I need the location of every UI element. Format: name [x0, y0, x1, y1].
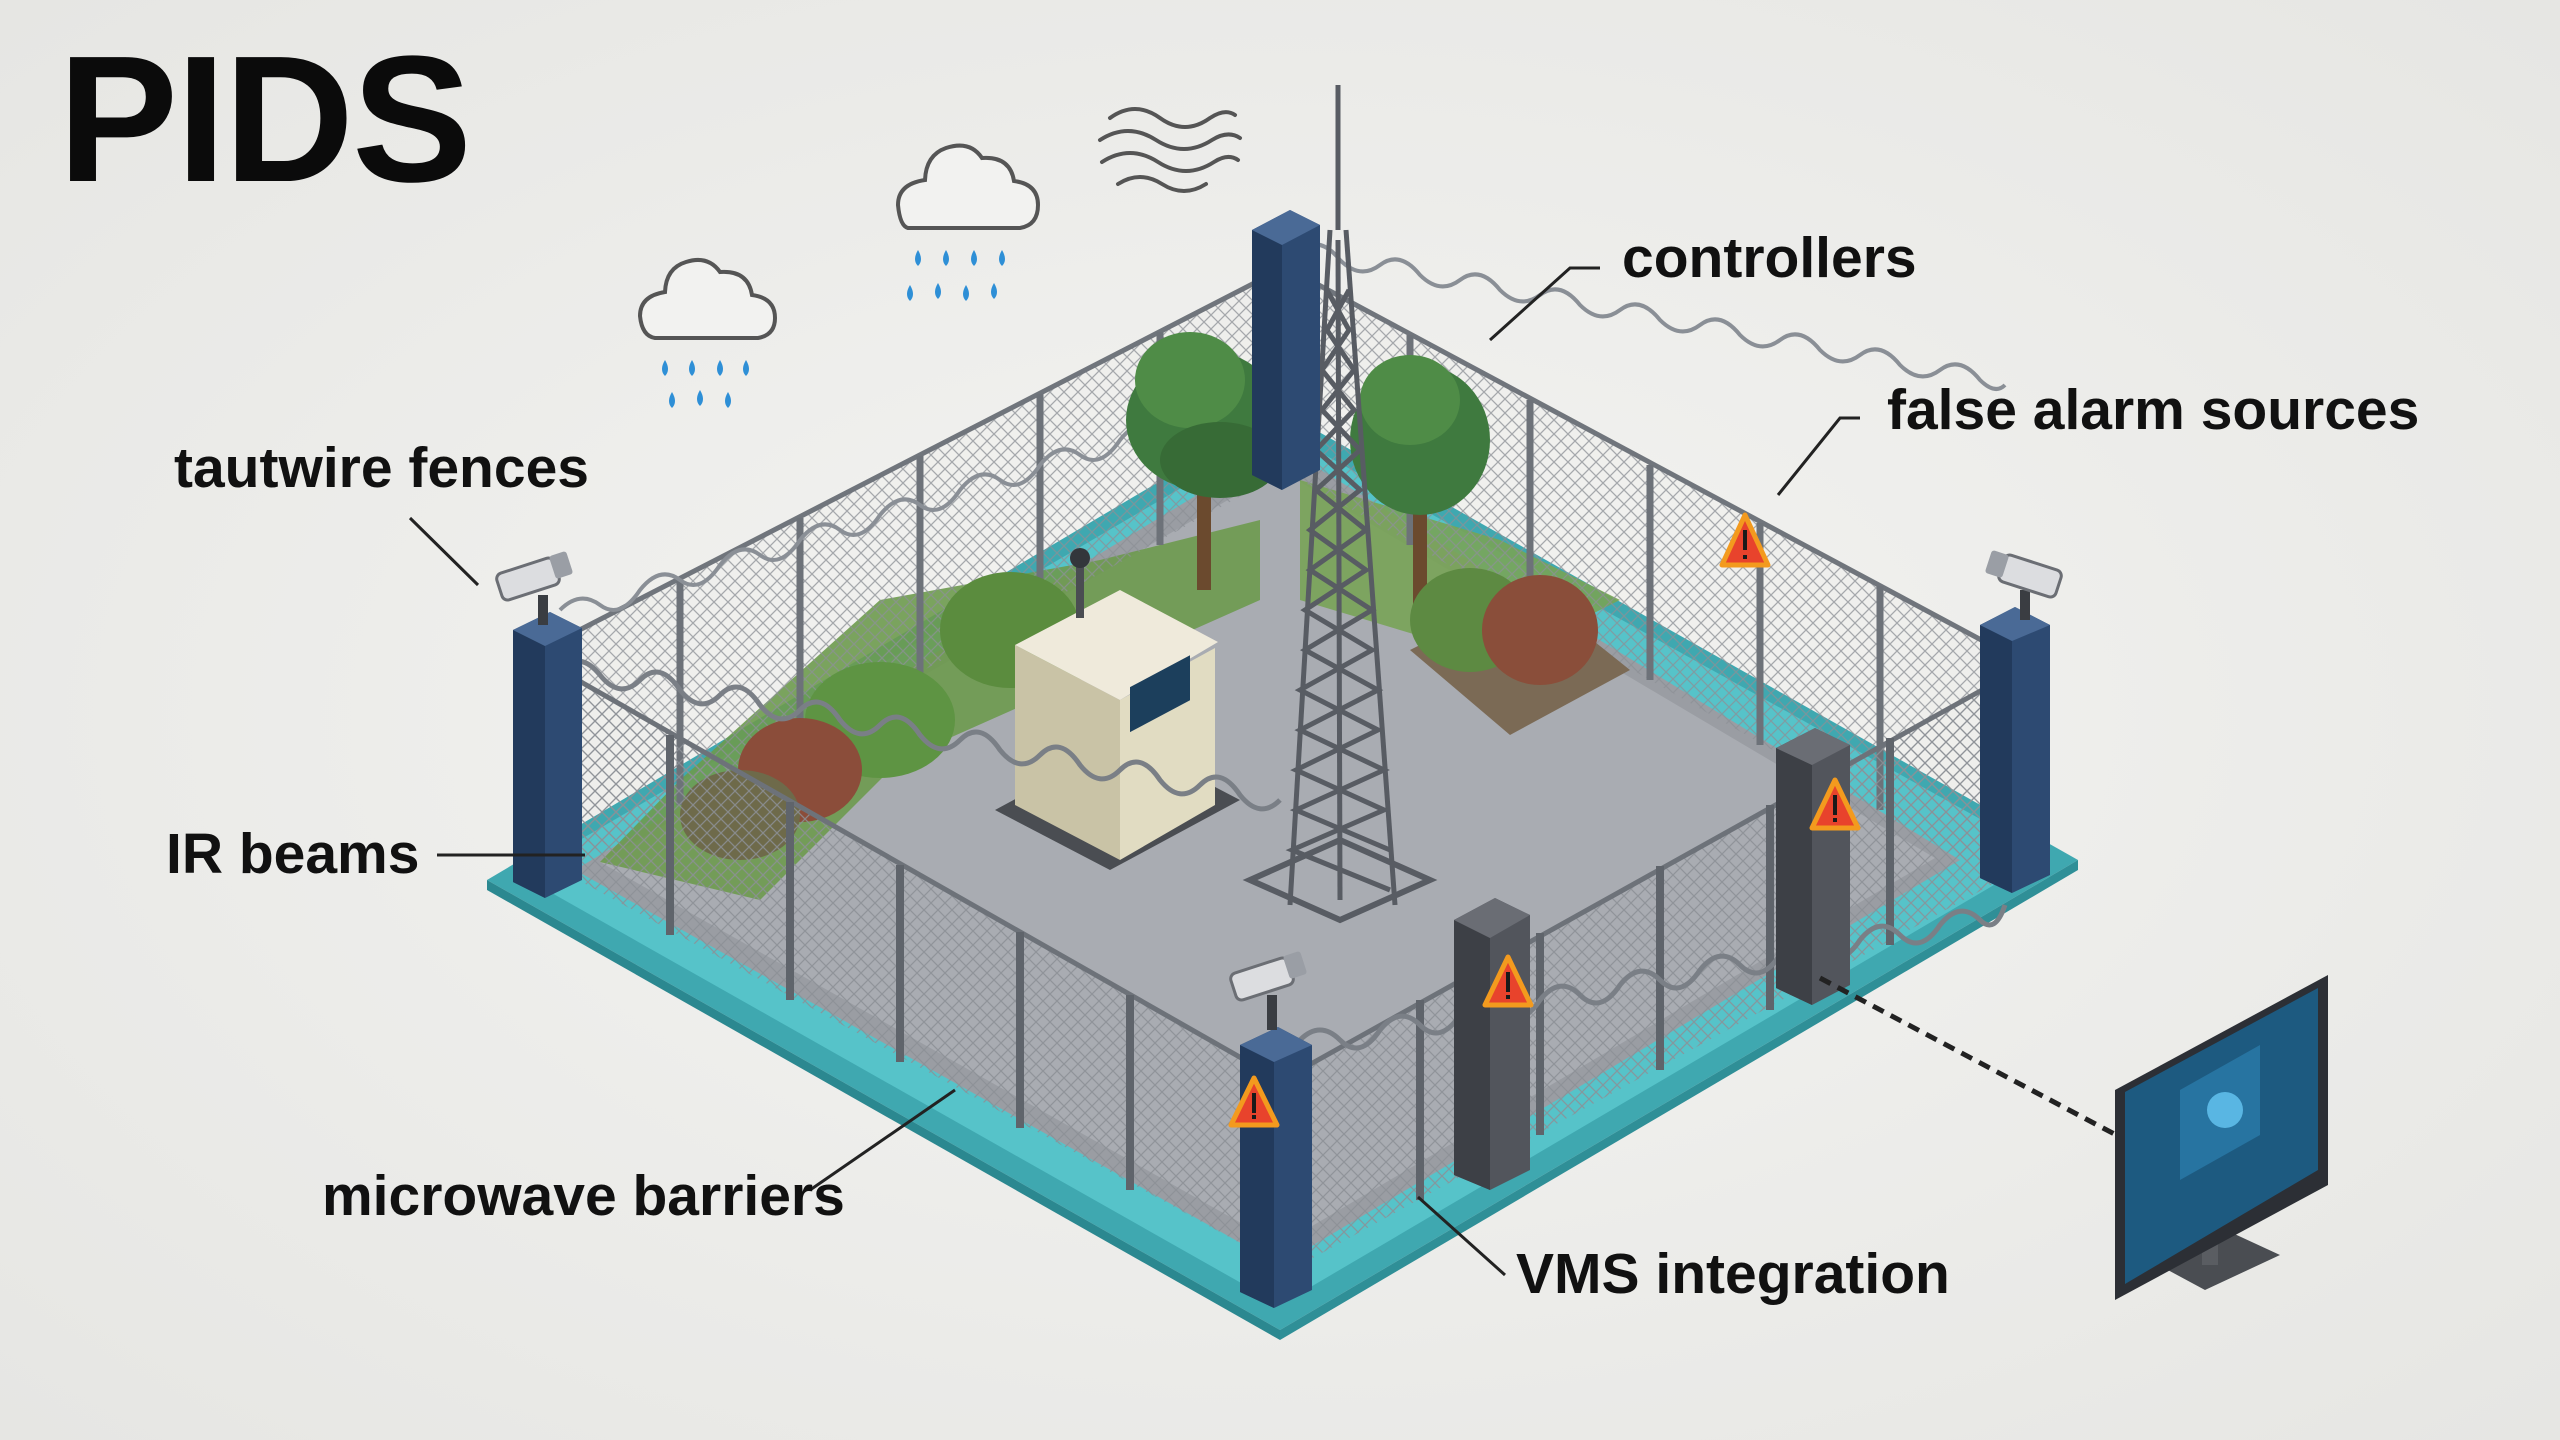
warning-icon — [1809, 777, 1861, 831]
tree-left — [1126, 332, 1282, 590]
tree-right — [1350, 355, 1490, 610]
rain-cloud-icon — [895, 143, 1041, 301]
lattice-tower — [1242, 85, 1438, 924]
label-tautwire-fences: tautwire fences — [174, 436, 589, 500]
vms-monitor — [2115, 975, 2328, 1300]
leader-lines — [408, 266, 2122, 1277]
rain-cloud-icon — [637, 258, 778, 408]
label-false-alarm-sources: false alarm sources — [1887, 378, 2420, 442]
sensor-post-right — [1776, 728, 1850, 1005]
camera-icon — [495, 551, 573, 625]
wind-icon — [1098, 107, 1242, 193]
sensor-post-mid — [1454, 898, 1530, 1190]
warning-icon — [1228, 1075, 1280, 1128]
warning-icon — [1482, 954, 1534, 1008]
post-back — [1252, 210, 1320, 490]
label-microwave-barriers: microwave barriers — [322, 1164, 845, 1228]
post-left — [513, 612, 582, 898]
page-title: PIDS — [58, 19, 472, 220]
warning-icon — [1719, 512, 1771, 568]
post-right — [1980, 607, 2050, 893]
label-controllers: controllers — [1622, 226, 1917, 290]
label-vms-integration: VMS integration — [1516, 1242, 1950, 1306]
post-front — [1240, 1027, 1312, 1308]
camera-icon — [1229, 951, 1307, 1030]
back-left-fence — [558, 272, 1272, 870]
label-ir-beams: IR beams — [166, 822, 420, 886]
front-left-fence — [558, 658, 1282, 1265]
camera-icon — [1985, 550, 2063, 620]
